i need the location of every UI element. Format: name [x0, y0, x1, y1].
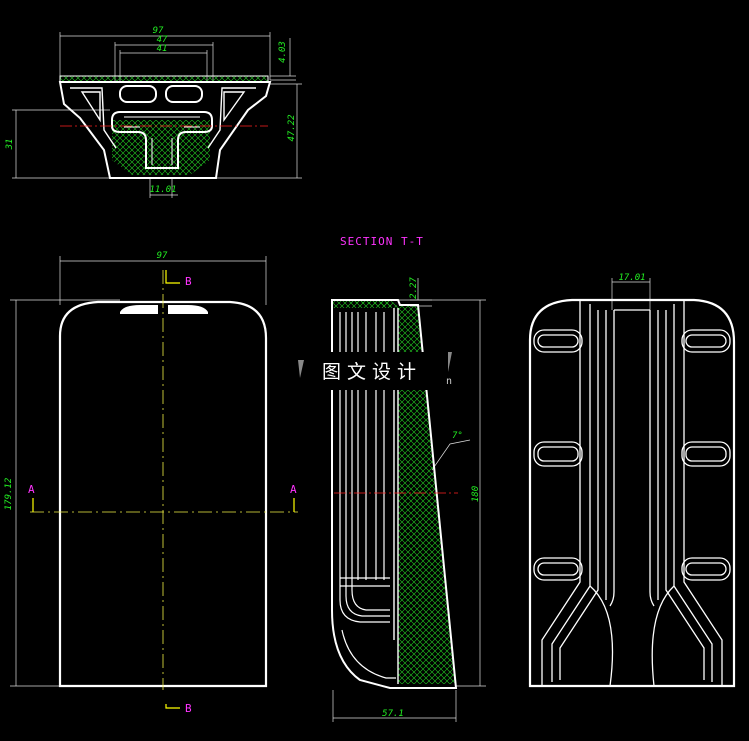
front-view-a-arrows — [32, 498, 295, 512]
dim-side-top-width: 17.01 — [618, 273, 645, 283]
dim-front-height: 179.12 — [4, 478, 14, 511]
front-view-dimension-lines — [10, 256, 267, 687]
top-view-slot-left — [119, 85, 157, 103]
dim-section-height: 180 — [471, 486, 481, 502]
section-title: SECTION T-T — [340, 235, 424, 248]
watermark: 图文设计 n — [298, 352, 452, 390]
core-hatch — [112, 120, 210, 175]
side-view-outline — [528, 298, 736, 688]
side-view-dimension-lines — [611, 278, 651, 310]
section-mark-a-left: A — [28, 483, 35, 496]
section-mark-b-bottom: B — [185, 702, 192, 715]
section-mark-b-top: B — [185, 275, 192, 288]
top-view: 97 47 41 4.03 47.22 31 11.01 — [5, 26, 302, 198]
dim-section-bottom-width: 57.1 — [382, 709, 404, 719]
dim-top-thickness: 4.03 — [278, 41, 288, 63]
dim-top-overall-width: 97 — [153, 26, 164, 36]
top-view-side-ribs — [80, 91, 246, 123]
side-view: 17.01 — [528, 273, 736, 688]
watermark-box — [312, 352, 442, 390]
front-view-outline — [58, 300, 268, 688]
dim-front-width: 97 — [157, 251, 168, 261]
front-view-b-arrows — [165, 270, 180, 709]
watermark-suffix: n — [446, 376, 452, 387]
front-view-top-tabs — [120, 305, 208, 314]
section-view: SECTION T-T — [331, 235, 486, 722]
section-top-hatch — [332, 300, 392, 308]
dim-section-angle: 7° — [452, 431, 463, 441]
dim-top-left-height: 31 — [5, 139, 15, 151]
side-view-inner-structure — [541, 300, 723, 687]
side-view-slots — [533, 329, 731, 581]
section-mark-a-right: A — [290, 483, 297, 496]
dim-top-overall-height: 47.22 — [287, 114, 297, 141]
section-wall-hatch — [332, 300, 456, 684]
dim-section-top-offset: 2.27 — [409, 277, 419, 299]
dim-top-inner-width-2: 41 — [157, 44, 168, 54]
top-view-dimension-lines — [12, 32, 302, 198]
top-view-slot-right — [165, 85, 203, 103]
dim-top-inner-width-1: 47 — [157, 35, 168, 45]
top-view-t-inner — [124, 116, 200, 165]
top-view-outline — [58, 81, 272, 179]
watermark-text: 图文设计 — [322, 361, 422, 383]
front-view: B B A A 97 179.12 — [4, 251, 298, 715]
dim-top-bottom-width: 11.01 — [149, 185, 176, 195]
top-view-inner-walls — [70, 87, 256, 149]
